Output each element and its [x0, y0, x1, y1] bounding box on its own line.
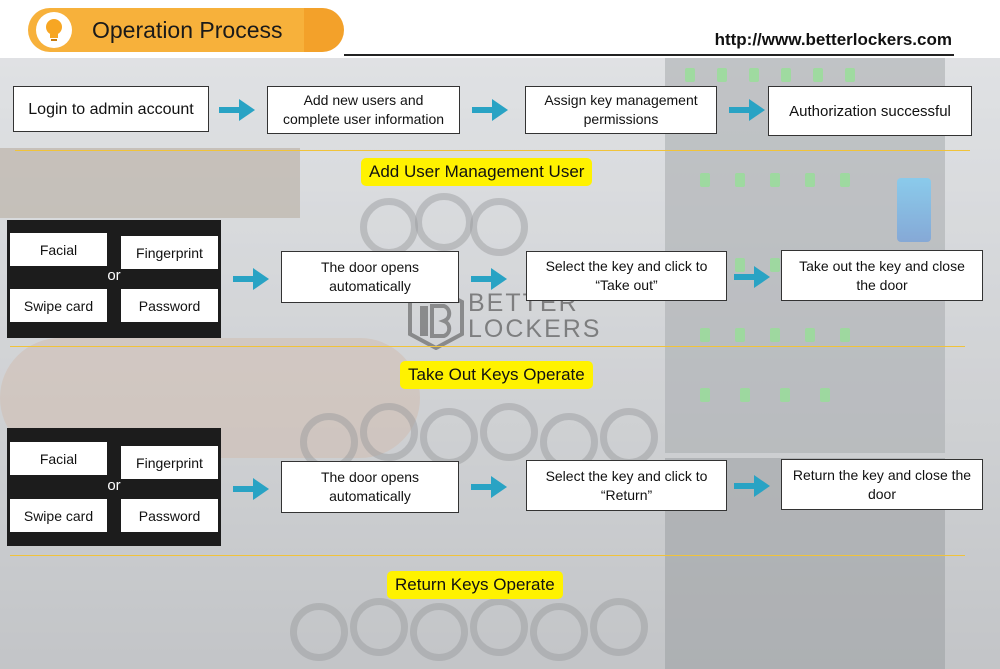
step-authorization-successful: Authorization successful — [768, 86, 972, 136]
auth-or: or — [107, 267, 121, 284]
photo-key-fob — [700, 388, 710, 402]
photo-key-ring — [470, 198, 528, 256]
photo-key-ring — [350, 598, 408, 656]
step-take-out-close-door: Take out the key and close the door — [781, 250, 983, 301]
arrow-right-icon — [734, 266, 770, 288]
photo-key-fob — [735, 258, 745, 272]
section-divider — [10, 346, 965, 347]
photo-key-ring — [360, 403, 418, 461]
photo-key-fob — [781, 68, 791, 82]
photo-key-fob — [840, 328, 850, 342]
arrow-right-icon — [471, 268, 507, 290]
arrow-right-icon — [233, 478, 269, 500]
photo-key-fob — [845, 68, 855, 82]
step-add-new-users: Add new users and complete user informat… — [267, 86, 460, 134]
auth-or: or — [107, 477, 121, 494]
title-pill: Operation Process — [28, 8, 344, 52]
photo-key-ring — [530, 603, 588, 661]
photo-shelf — [0, 148, 300, 218]
auth-password: Password — [121, 289, 218, 322]
photo-key-fob — [735, 328, 745, 342]
step-return-close-door: Return the key and close the door — [781, 459, 983, 510]
photo-key-fob — [700, 173, 710, 187]
photo-key-ring — [480, 403, 538, 461]
photo-key-fob — [780, 388, 790, 402]
arrow-right-icon — [233, 268, 269, 290]
photo-key-ring — [410, 603, 468, 661]
photo-key-fob — [820, 388, 830, 402]
arrow-right-icon — [471, 476, 507, 498]
website-url: http://www.betterlockers.com — [714, 30, 952, 49]
step-door-opens: The door opens automatically — [281, 461, 459, 513]
photo-key-ring — [590, 598, 648, 656]
step-select-return: Select the key and click to “Return” — [526, 460, 727, 511]
photo-key-fob — [813, 68, 823, 82]
auth-swipe-card: Swipe card — [10, 289, 107, 322]
photo-key-fob — [700, 328, 710, 342]
photo-key-fob — [749, 68, 759, 82]
photo-key-ring — [470, 598, 528, 656]
section-label-add-user: Add User Management User — [361, 158, 593, 186]
section-label-take-out: Take Out Keys Operate — [400, 361, 593, 389]
arrow-right-icon — [729, 99, 765, 121]
arrow-right-icon — [734, 475, 770, 497]
auth-swipe-card: Swipe card — [10, 499, 107, 532]
photo-key-fob — [770, 173, 780, 187]
photo-key-ring — [415, 193, 473, 251]
step-door-opens: The door opens automatically — [281, 251, 459, 303]
section-divider — [10, 555, 965, 556]
step-select-take-out: Select the key and click to “Take out” — [526, 251, 727, 301]
photo-key-fob — [805, 173, 815, 187]
auth-methods-panel: Facial Fingerprint or Swipe card Passwor… — [7, 220, 221, 338]
watermark-line-2: LOCKERS — [468, 315, 602, 343]
lightbulb-icon — [36, 12, 72, 48]
photo-key-fob — [770, 258, 780, 272]
photo-key-fob — [740, 388, 750, 402]
photo-key-fob — [735, 173, 745, 187]
header: Operation Process http://www.betterlocke… — [0, 0, 1000, 58]
photo-key-fob — [685, 68, 695, 82]
photo-key-ring — [290, 603, 348, 661]
photo-key-fob — [840, 173, 850, 187]
auth-fingerprint: Fingerprint — [121, 446, 218, 479]
auth-facial: Facial — [10, 233, 107, 266]
auth-facial: Facial — [10, 442, 107, 475]
photo-key-fob — [770, 328, 780, 342]
section-divider — [15, 150, 970, 151]
photo-key-fob — [805, 328, 815, 342]
arrow-right-icon — [219, 99, 255, 121]
step-login-admin: Login to admin account — [13, 86, 209, 132]
auth-fingerprint: Fingerprint — [121, 236, 218, 269]
auth-password: Password — [121, 499, 218, 532]
photo-cabinet-screen — [897, 178, 931, 242]
arrow-right-icon — [472, 99, 508, 121]
section-label-return: Return Keys Operate — [387, 571, 563, 599]
auth-methods-panel: Facial Fingerprint or Swipe card Passwor… — [7, 428, 221, 546]
page-title: Operation Process — [92, 17, 283, 43]
header-divider — [344, 54, 954, 56]
step-assign-permissions: Assign key management permissions — [525, 86, 717, 134]
photo-key-fob — [717, 68, 727, 82]
